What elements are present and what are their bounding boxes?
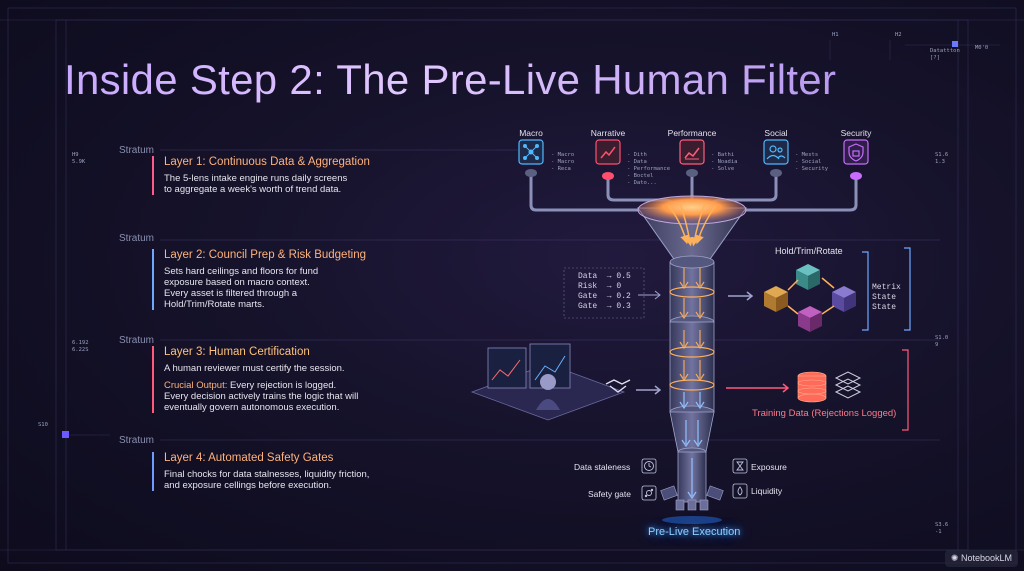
margin-mark-h2: H2: [895, 32, 902, 38]
lens-sub-performance: - Bathi - Noadia - Solve: [711, 152, 738, 172]
lens-label-macro: Macro: [519, 128, 543, 138]
margin-mark-right-3: S3.6 -1: [935, 522, 949, 535]
lens-macro: [518, 139, 544, 177]
margin-mark-h1: H1: [832, 32, 839, 38]
lens-sub-social: - Mests - Social - Security: [795, 152, 829, 172]
lens-sub-macro: - Macro - Macro - Reca: [551, 152, 575, 172]
droplet-icon: [732, 483, 748, 499]
layer-2-block: Layer 2: Council Prep & Risk Budgeting S…: [152, 249, 366, 310]
crucial-output-text: Every rejection is logged.: [230, 380, 337, 391]
gate-label-exposure: Exposure: [751, 462, 787, 472]
layer-1-block: Layer 1: Continuous Data & Aggregation T…: [152, 156, 370, 195]
lens-label-performance: Performance: [667, 128, 717, 138]
handshake-icon: [605, 379, 631, 393]
htr-legend-1: Metrix: [872, 283, 901, 292]
margin-mark-top-right: Datattton [?]: [930, 48, 960, 61]
layer-2-body-line-2: exposure based on macro context.: [164, 277, 310, 288]
top-right-marker: [952, 41, 958, 47]
hold-trim-rotate-diagram: [728, 247, 911, 332]
training-data-store: [726, 349, 909, 431]
gate-valves: [660, 485, 724, 501]
lock-shield-icon: [848, 143, 864, 162]
lens-social: [763, 139, 789, 177]
gate-label-safety-gate: Safety gate: [588, 489, 632, 499]
margin-mark-left-1: H9 5.9K: [72, 152, 86, 165]
layer-4-heading: Layer 4: Automated Safety Gates: [164, 452, 334, 464]
stratum-label-4: Stratum: [119, 435, 155, 446]
rotate-cube-icon: [832, 286, 856, 312]
hold-cube-icon: [764, 286, 788, 312]
human-reviewer-illustration: [470, 343, 662, 421]
margin-mark-right-2: S1.0 9: [935, 335, 949, 348]
risk-arrows: [638, 290, 661, 300]
hold-trim-rotate-title: Hold/Trim/Rotate: [775, 246, 843, 256]
layer-3-body-line-1: A human reviewer must certify the sessio…: [164, 363, 345, 374]
layer-3-crucial-line: Crucial Output: Every rejection is logge…: [164, 380, 358, 391]
pre-live-execution-label: Pre-Live Execution: [648, 526, 741, 538]
margin-mark-left-3: S10: [38, 422, 48, 428]
database-icon: [797, 371, 827, 403]
clock-icon: [641, 458, 657, 474]
risk-readout-line-3: Gate → 0.2: [578, 292, 631, 301]
gate-label-liquidity: Liquidity: [751, 486, 783, 496]
lens-performance: [679, 139, 705, 177]
crucial-output-label: Crucial Output:: [164, 380, 228, 391]
gate-label-data-staleness: Data staleness: [574, 462, 631, 472]
risk-readout-line-4: Gate → 0.3: [578, 302, 631, 311]
stratum-label-3: Stratum: [119, 335, 155, 346]
margin-mark-right-1: S1.6 1.3: [935, 152, 949, 165]
risk-readout-frame: [563, 267, 645, 319]
layer-3-crucial-more-2: eventually govern autonomous execution.: [164, 402, 340, 413]
reject-cube-icon: [798, 306, 822, 332]
gear-icon: [641, 485, 657, 501]
brand-label: NotebookLM: [960, 553, 1012, 563]
brand-logo-icon: ✺: [950, 553, 959, 563]
line-chart-icon: [684, 147, 700, 159]
filter-tube: [662, 255, 722, 524]
training-data-label: Training Data (Rejections Logged): [752, 408, 897, 419]
layer-4-block: Layer 4: Automated Safety Gates Final ch…: [152, 452, 369, 491]
lens-label-narrative: Narrative: [590, 128, 626, 138]
layer-2-body-line-4: Hold/Trim/Rotate marts.: [164, 299, 265, 310]
risk-readout-line-2: Risk → 0: [578, 282, 622, 291]
notebooklm-badge: ✺ NotebookLM: [944, 550, 1018, 567]
layer-2-heading: Layer 2: Council Prep & Risk Budgeting: [164, 249, 366, 261]
layer-1-body-line-2: to aggregate a week's worth of trend dat…: [164, 184, 342, 195]
layer-1-body-line-1: The 5-lens intake engine runs daily scre…: [164, 173, 348, 184]
layer-1-heading: Layer 1: Continuous Data & Aggregation: [164, 156, 370, 168]
risk-readout-line-1: Data → 0.5: [578, 272, 631, 281]
stratum-label-2: Stratum: [119, 233, 155, 244]
trim-cube-icon: [796, 264, 820, 290]
hourglass-icon: [732, 458, 748, 474]
layer-2-body-line-3: Every asset is filtered through a: [164, 288, 298, 299]
margin-mark-top-right-2: M0'0: [975, 45, 989, 51]
lens-sub-narrative: - Dith - Data - Performance - Boctel - D…: [627, 152, 671, 186]
left-marker: [62, 431, 69, 438]
people-icon: [766, 145, 786, 160]
trend-up-icon: [600, 146, 616, 159]
lens-label-security: Security: [840, 128, 872, 138]
lens-security: [843, 139, 869, 180]
layer-3-block: Layer 3: Human Certification A human rev…: [152, 346, 358, 413]
page-title: Inside Step 2: The Pre-Live Human Filter: [64, 56, 837, 103]
intake-funnel: [637, 195, 747, 263]
layer-2-body-line-1: Sets hard ceilings and floors for fund: [164, 266, 319, 277]
layers-stack-icon: [834, 371, 862, 399]
lens-narrative: [595, 139, 621, 180]
htr-legend-3: State: [872, 303, 897, 312]
layer-3-heading: Layer 3: Human Certification: [164, 346, 310, 358]
stratum-label-1: Stratum: [119, 145, 155, 156]
network-icon: [523, 144, 539, 160]
layer-4-body-line-2: and exposure cellings before execution.: [164, 480, 332, 491]
margin-mark-left-2: 6.192 6.22S: [72, 340, 89, 353]
htr-legend-2: State: [872, 293, 897, 302]
lens-label-social: Social: [764, 128, 788, 138]
layer-4-body-line-1: Final chocks for data stalnesses, liquid…: [164, 469, 370, 480]
layer-3-crucial-more-1: Every decision actively trains the logic…: [164, 391, 359, 402]
